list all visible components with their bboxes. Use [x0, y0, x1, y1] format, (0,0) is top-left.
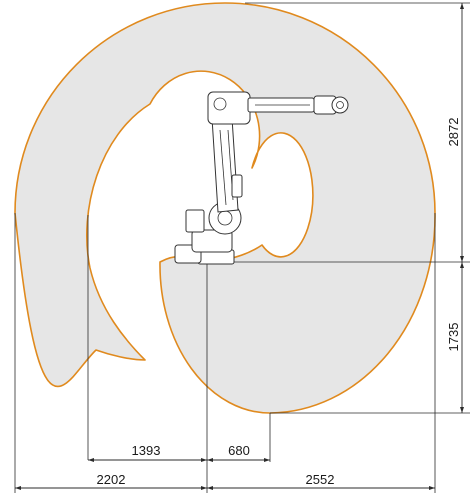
dim-label-inner-left: 1393	[132, 443, 161, 458]
dim-label-outer-right: 2552	[306, 472, 335, 487]
dim-label-right-lower: 1735	[446, 323, 461, 352]
dim-arrows-bottom	[15, 458, 435, 490]
dim-label-outer-left: 2202	[97, 472, 126, 487]
robot-arm-drawing	[174, 91, 349, 265]
dim-label-inner-right: 680	[228, 443, 250, 458]
dim-label-right-upper: 2872	[446, 118, 461, 147]
